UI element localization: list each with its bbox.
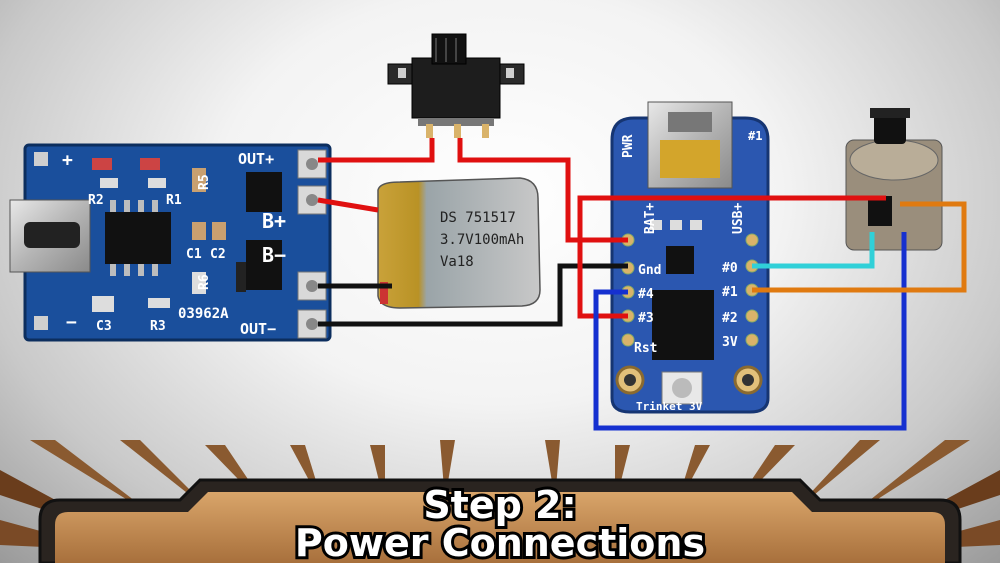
trinket-label-p4: #4 (638, 287, 654, 302)
charger-label-b-plus: B+ (262, 209, 286, 233)
charger-label-c3: C3 (96, 319, 112, 334)
trinket-label-brand: Trinket 3V (636, 400, 703, 413)
title-banner (38, 478, 962, 563)
charger-label-out-minus: OUT− (240, 320, 276, 338)
charger-label-code: 03962A (178, 306, 229, 322)
charger-board (9, 143, 332, 342)
charger-label-r1: R1 (166, 193, 182, 208)
stepper-motor (845, 108, 943, 251)
wire-out-minus-to-gnd (318, 263, 628, 327)
trinket-label-p1: #1 (722, 285, 738, 300)
wire-b-plus-to-battery (317, 197, 379, 213)
slide-switch (387, 33, 525, 138)
trinket-label-bat-plus: BAT+ (643, 203, 658, 234)
lipo-battery (377, 177, 541, 309)
charger-label-plus: + (62, 150, 73, 171)
trinket-label-hash1: #1 (748, 129, 762, 143)
wire-switch-to-out-plus (318, 138, 435, 163)
trinket-board (610, 101, 770, 414)
title-line-2: Power Connections (295, 521, 705, 563)
trinket-label-p2: #2 (722, 311, 738, 326)
wires (317, 138, 967, 431)
charger-label-c2: C2 (210, 247, 226, 262)
trinket-label-p0: #0 (722, 261, 738, 276)
trinket-label-3v: 3V (722, 335, 738, 350)
trinket-label-rst: Rst (634, 341, 657, 356)
charger-label-b-minus: B− (262, 243, 286, 267)
wire-pin4-to-motor (593, 232, 907, 431)
wire-pin1-to-motor (752, 201, 967, 293)
battery-label-2: 3.7V100mAh (440, 232, 524, 248)
battery-label-3: Va18 (440, 254, 474, 270)
charger-label-r6: R6 (197, 274, 212, 290)
charger-label-r2: R2 (88, 193, 104, 208)
title-line-1: Step 2: (423, 483, 576, 527)
battery-label-1: DS 751517 (440, 210, 516, 226)
trinket-label-gnd: Gnd (638, 263, 661, 278)
charger-label-minus: − (66, 312, 77, 333)
trinket-label-pwr: PWR (621, 134, 636, 158)
wire-switch-to-bat-plus (457, 138, 628, 243)
wire-pin0-to-motor (752, 232, 875, 269)
charger-label-r5: R5 (197, 174, 212, 190)
trinket-label-p3: #3 (638, 311, 654, 326)
trinket-label-usb-plus: USB+ (731, 203, 746, 234)
charger-label-c1: C1 (186, 247, 202, 262)
charger-label-r3: R3 (150, 319, 166, 334)
wire-pin3-to-motor (577, 195, 886, 319)
charger-label-out-plus: OUT+ (238, 150, 274, 168)
